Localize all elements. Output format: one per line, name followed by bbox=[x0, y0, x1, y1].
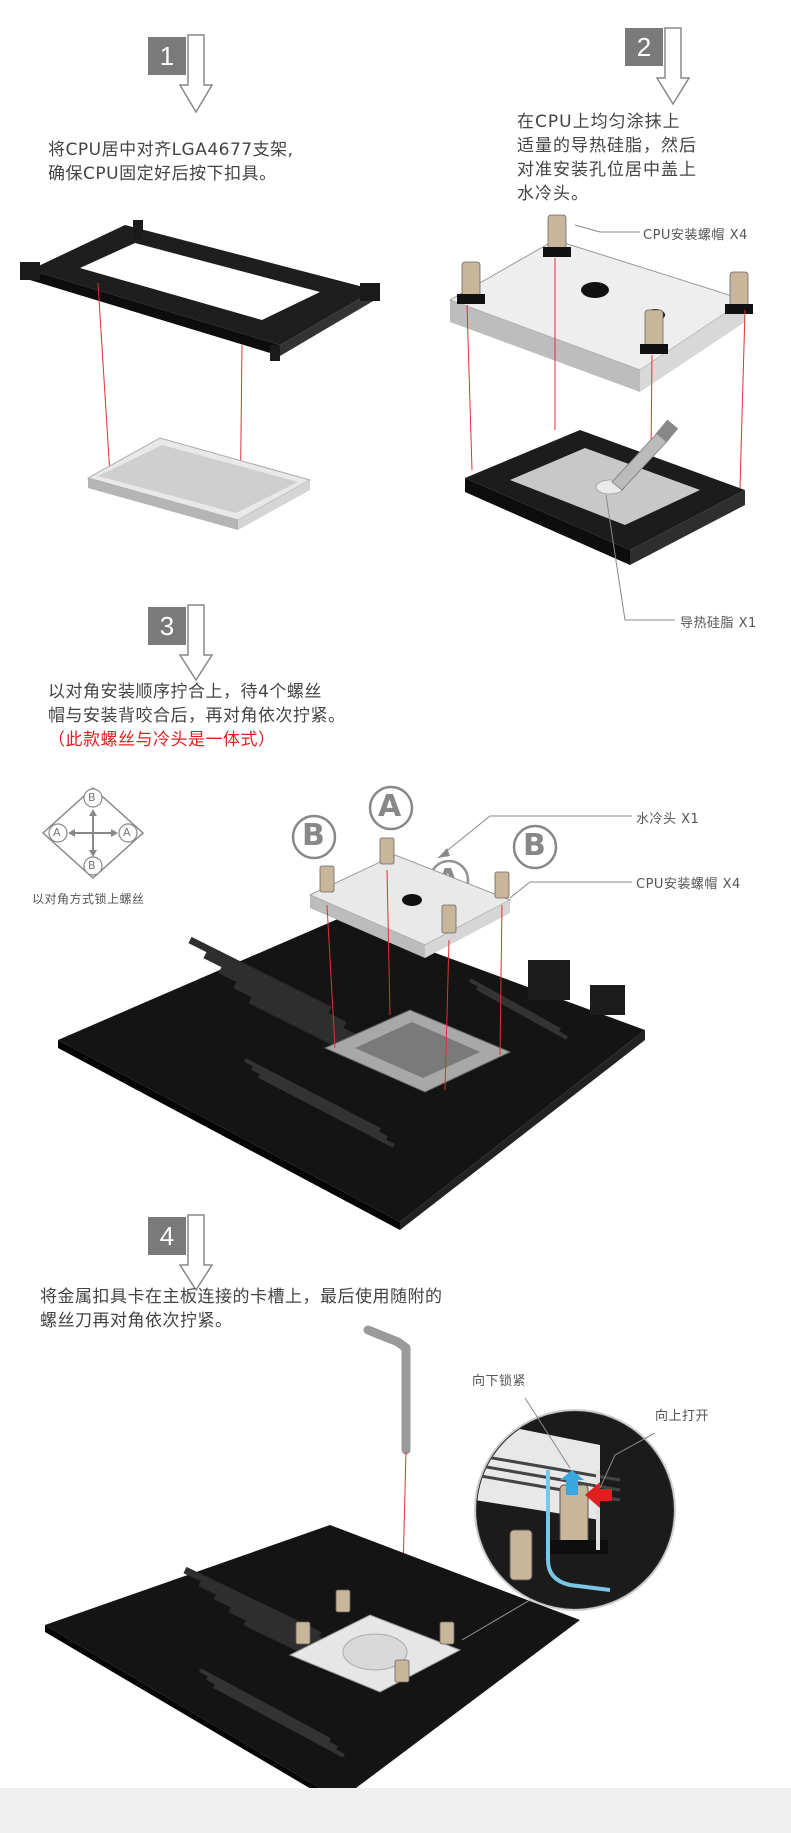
diagram-letter-bottom: B bbox=[88, 859, 96, 872]
diagram-letter-left: A bbox=[53, 826, 61, 839]
diagram-letter-top: B bbox=[88, 791, 96, 804]
callout-lock-down: 向下锁紧 bbox=[472, 1374, 527, 1389]
badge-a-top: A bbox=[378, 789, 402, 824]
step-1-badge: 1 bbox=[148, 37, 186, 75]
step-2-text: 在CPU上均匀涂抹上 适量的导热硅脂，然后 对准安装孔位居中盖上 水冷头。 bbox=[517, 112, 697, 204]
page-footer-band bbox=[0, 1788, 791, 1833]
step-4-badge: 4 bbox=[148, 1217, 186, 1255]
step-4-text: 将金属扣具卡在主板连接的卡槽上，最后使用随附的 螺丝刀再对角依次拧紧。 bbox=[40, 1287, 443, 1331]
step-2-badge: 2 bbox=[625, 28, 663, 66]
callout-thermal-paste: 导热硅脂 X1 bbox=[680, 616, 757, 631]
badge-a-front: A bbox=[437, 862, 459, 895]
callout-screw-cap-step3: CPU安装螺帽 X4 bbox=[636, 877, 741, 892]
step-3-note: （此款螺丝与冷头是一体式） bbox=[48, 730, 276, 750]
step-3-badge: 3 bbox=[148, 607, 186, 645]
diagram-letter-right: A bbox=[123, 826, 131, 839]
step-1-text: 将CPU居中对齐LGA4677支架, 确保CPU固定好后按下扣具。 bbox=[48, 140, 294, 184]
badge-b-left: B bbox=[302, 818, 325, 853]
step-3-text: 以对角安装顺序拧合上，待4个螺丝 帽与安装背咬合后，再对角依次拧紧。 （此款螺丝… bbox=[48, 682, 346, 750]
badge-b-right: B bbox=[523, 828, 546, 863]
callout-open-up: 向上打开 bbox=[655, 1409, 710, 1424]
callout-water-block: 水冷头 X1 bbox=[636, 812, 700, 827]
callout-screw-cap-step2: CPU安装螺帽 X4 bbox=[643, 228, 748, 243]
diagonal-diagram-caption: 以对角方式锁上螺丝 bbox=[32, 892, 145, 906]
